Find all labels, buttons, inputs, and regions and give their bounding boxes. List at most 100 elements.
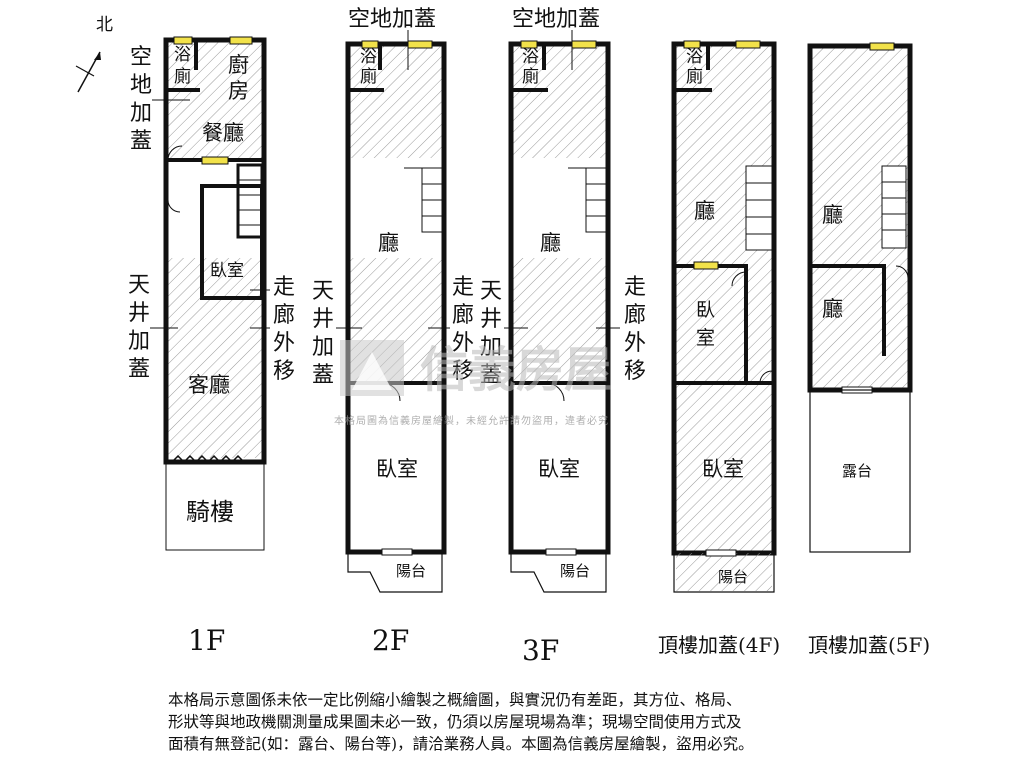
floor-3f: 浴 廁 廳 臥室 陽台 空地加蓋 天 井 加 蓋 走 廊 外 移 bbox=[480, 7, 646, 593]
f2-note-corridor: 走 廊 外 移 bbox=[428, 275, 474, 384]
vchar: 外 bbox=[273, 331, 295, 356]
f1-note-atrium: 天 井 加 蓋 bbox=[128, 273, 178, 382]
f1-floor-label: 1F bbox=[188, 624, 225, 657]
disclaimer: 本格局示意圖係未依一定比例縮小繪製之概繪圖，與實況仍有差距，其方位、格局、 形狀… bbox=[168, 689, 928, 755]
compass: 北 bbox=[75, 15, 113, 93]
f3-balcony-label: 陽台 bbox=[560, 562, 590, 580]
vchar: 走 bbox=[452, 275, 474, 300]
floor-1f: 浴 廁 廚 房 餐廳 臥室 客廳 騎樓 空 地 加 蓋 天 井 加 蓋 走 廊 … bbox=[128, 36, 295, 551]
vchar: 加 bbox=[128, 329, 150, 354]
vchar: 廊 bbox=[452, 303, 474, 328]
f2-floor-label: 2F bbox=[372, 624, 409, 657]
f1-arcade-outline bbox=[165, 461, 265, 551]
f2-note-top: 空地加蓋 bbox=[348, 7, 436, 32]
f1-kitchen-label-1: 廚 bbox=[228, 53, 249, 77]
watermark-notice: 本格局圖為信義房屋繪製，未經允許請勿盜用，違者必究 bbox=[334, 414, 609, 427]
window-icon bbox=[407, 40, 433, 49]
compass-label: 北 bbox=[96, 15, 113, 35]
f5-hall-a-label: 廳 bbox=[822, 203, 843, 227]
window-icon bbox=[571, 40, 597, 49]
f3-floor-label: 3F bbox=[522, 634, 559, 667]
f4-hall-label: 廳 bbox=[694, 199, 715, 223]
floor-5f: 廳 廳 露台 bbox=[807, 42, 913, 553]
f5-terrace-outline bbox=[809, 389, 911, 553]
window-icon bbox=[201, 156, 229, 165]
f1-door-arc bbox=[167, 145, 183, 161]
f3-note-corridor: 走 廊 外 移 bbox=[596, 275, 646, 384]
vchar: 天 bbox=[128, 273, 150, 298]
disclaimer-line-2: 形狀等與地政機關測量成果圖未必一致，仍須以房屋現場為準；現場空間使用方式及 bbox=[168, 713, 742, 731]
vchar: 加 bbox=[480, 335, 502, 360]
f1-arcade-label: 騎樓 bbox=[186, 498, 234, 526]
f4-bath-label-2: 廁 bbox=[686, 66, 703, 87]
vchar: 加 bbox=[312, 335, 334, 360]
window-icon bbox=[869, 42, 895, 51]
vchar: 空 bbox=[130, 45, 152, 70]
f5-terrace-label: 露台 bbox=[842, 462, 872, 480]
vchar: 井 bbox=[480, 307, 502, 332]
f1-note-empty-lot: 空 地 加 蓋 bbox=[130, 45, 190, 154]
f4-floor-label: 頂樓加蓋(4F) bbox=[658, 633, 780, 657]
f1-note-corridor: 走 廊 外 移 bbox=[250, 275, 295, 384]
f4-bedroom-a-label-2: 室 bbox=[696, 327, 715, 349]
f1-living-label: 客廳 bbox=[188, 373, 230, 397]
vchar: 蓋 bbox=[480, 363, 502, 388]
f5-stair bbox=[881, 165, 907, 249]
window-icon bbox=[683, 40, 701, 49]
vchar: 地 bbox=[130, 73, 152, 98]
f2-balcony-outline bbox=[347, 552, 443, 593]
f4-balcony-label: 陽台 bbox=[718, 568, 748, 586]
vchar: 天 bbox=[312, 279, 334, 304]
compass-arrow-icon bbox=[94, 52, 101, 60]
window-icon bbox=[361, 40, 379, 49]
f3-bedroom-label: 臥室 bbox=[538, 457, 580, 481]
vchar: 外 bbox=[624, 331, 646, 356]
f1-bedroom-label: 臥室 bbox=[210, 261, 244, 281]
f5-floor-label: 頂樓加蓋(5F) bbox=[808, 633, 930, 657]
window-icon bbox=[520, 40, 538, 49]
f3-note-top: 空地加蓋 bbox=[512, 7, 600, 32]
f1-bath-label-2: 廁 bbox=[174, 66, 191, 87]
f2-balcony-door bbox=[381, 548, 413, 556]
f3-bath-label-1: 浴 bbox=[522, 47, 539, 67]
f4-balcony-outline bbox=[673, 553, 775, 593]
f2-stair-landing bbox=[404, 167, 423, 188]
f2-balcony-label: 陽台 bbox=[396, 562, 426, 580]
vchar: 蓋 bbox=[312, 363, 334, 388]
vchar: 井 bbox=[128, 301, 150, 326]
vchar: 蓋 bbox=[128, 357, 150, 382]
f1-bedroom-wall bbox=[200, 184, 264, 300]
vchar: 井 bbox=[312, 307, 334, 332]
f4-balcony-hatch bbox=[676, 553, 772, 591]
vchar: 移 bbox=[452, 359, 474, 384]
f4-hatch bbox=[676, 46, 772, 551]
vchar: 走 bbox=[273, 275, 295, 300]
f1-hatch-bottom bbox=[168, 258, 263, 458]
f3-stair-landing bbox=[568, 167, 587, 188]
watermark: 信義房屋 本格局圖為信義房屋繪製，未經允許請勿盜用，違者必究 bbox=[334, 340, 612, 427]
vchar: 移 bbox=[273, 359, 295, 384]
window-icon bbox=[173, 36, 193, 45]
f3-bath-label-2: 廁 bbox=[522, 66, 539, 87]
compass-tick bbox=[75, 65, 95, 77]
window-icon bbox=[229, 36, 253, 45]
f2-hatch-top bbox=[350, 46, 442, 158]
vchar: 廊 bbox=[273, 303, 295, 328]
f3-hall-label: 廳 bbox=[540, 231, 561, 255]
watermark-logo-icon bbox=[340, 340, 404, 396]
f2-bath-label-2: 廁 bbox=[360, 66, 377, 87]
f4-door-arc bbox=[759, 370, 773, 384]
floor-4f: 浴 廁 廳 臥 室 臥室 陽台 bbox=[671, 40, 777, 593]
vchar: 蓋 bbox=[130, 129, 152, 154]
f4-bedroom-b-label: 臥室 bbox=[702, 457, 744, 481]
f4-balcony-door bbox=[705, 549, 737, 557]
watermark-logo-mark bbox=[352, 352, 392, 390]
vchar: 廊 bbox=[624, 303, 646, 328]
f3-balcony-outline bbox=[510, 552, 607, 593]
disclaimer-line-3: 面積有無登記(如：露台、陽台等)，請洽業務人員。本圖為信義房屋繪製，盜用必究。 bbox=[168, 735, 754, 753]
f3-note-atrium: 天 井 加 蓋 bbox=[480, 279, 528, 388]
f2-note-atrium: 天 井 加 蓋 bbox=[312, 279, 362, 388]
disclaimer-line-1: 本格局示意圖係未依一定比例縮小繪製之概繪圖，與實況仍有差距，其方位、格局、 bbox=[168, 691, 742, 709]
f4-bath-label-1: 浴 bbox=[686, 47, 703, 67]
